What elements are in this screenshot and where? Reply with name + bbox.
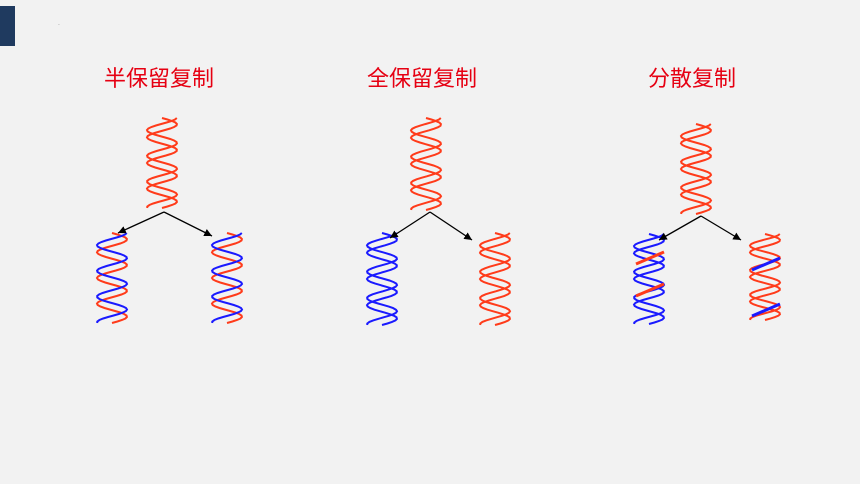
strand-2 (478, 232, 512, 326)
arrow-full-left (389, 211, 431, 239)
arrow-semi-left (117, 211, 165, 234)
accent-segment (635, 250, 665, 266)
strand-1 (748, 233, 782, 321)
arrow-disp-left (658, 215, 702, 241)
arrow-disp-right (700, 215, 742, 241)
helix-full-child-right (478, 232, 512, 326)
strand-2 (145, 117, 179, 209)
strand-2 (632, 233, 666, 325)
strand-2 (365, 232, 399, 326)
helix-semi-parent (145, 117, 179, 209)
helix-semi-child-right (210, 232, 244, 324)
accent-segment (751, 302, 781, 318)
strand-1 (95, 232, 129, 324)
helix-full-parent (409, 117, 443, 211)
title-conservative: 全保留复制 (367, 67, 478, 92)
strand-1 (478, 232, 512, 326)
strand-1 (632, 233, 666, 325)
helix-disp-child-right (748, 233, 782, 321)
strand-1 (210, 232, 244, 324)
strand-2 (409, 117, 443, 211)
strand-2 (95, 232, 129, 324)
strand-1 (409, 117, 443, 211)
slide-corner-bar (0, 6, 15, 46)
arrow-full-right (429, 211, 473, 241)
helix-full-child-left (365, 232, 399, 326)
helix-semi-child-left (95, 232, 129, 324)
accent-segment (751, 256, 781, 272)
strand-1 (365, 232, 399, 326)
decorative-dot: · (58, 22, 60, 29)
strand-2 (210, 232, 244, 324)
accent-segment (635, 282, 665, 298)
helix-disp-parent (679, 123, 713, 215)
arrow-semi-right (163, 211, 213, 237)
title-semi-conservative: 半保留复制 (104, 67, 215, 92)
title-dispersive: 分散复制 (648, 67, 737, 92)
helix-disp-child-left (632, 233, 666, 325)
strand-2 (679, 123, 713, 215)
strand-1 (679, 123, 713, 215)
strand-1 (145, 117, 179, 209)
